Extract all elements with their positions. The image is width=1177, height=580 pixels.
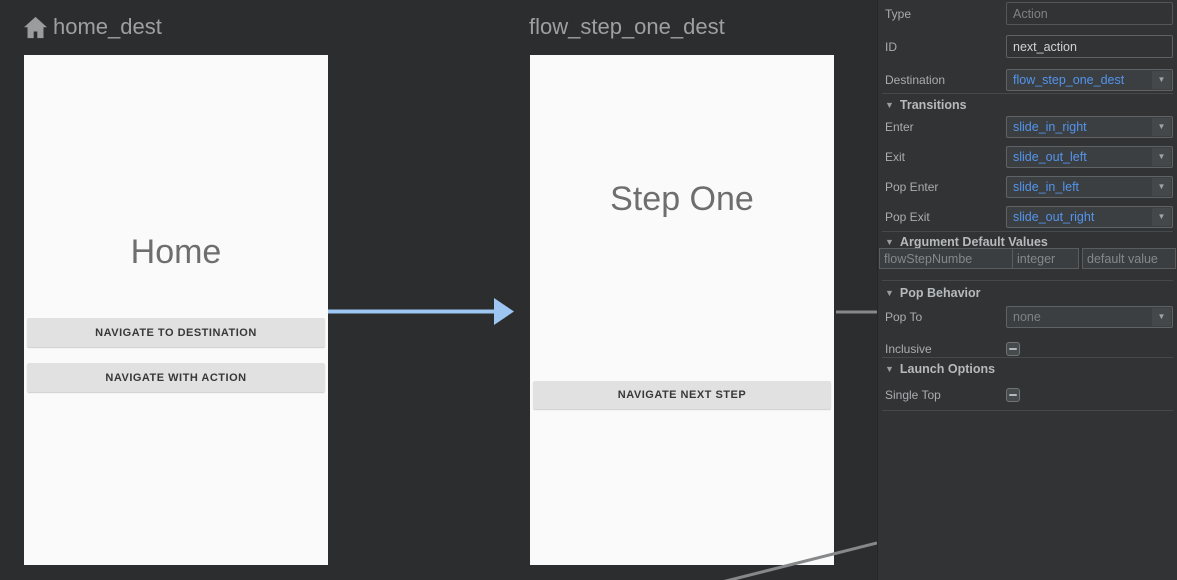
pop-to-value: none [1013,309,1041,324]
chevron-down-icon[interactable]: ▼ [1152,147,1171,166]
destination-label: Destination [885,72,946,87]
home-icon [24,16,47,38]
chevron-down-icon[interactable]: ▼ [1152,117,1171,136]
collapse-triangle-icon[interactable]: ▼ [885,236,894,247]
pop-to-dropdown[interactable]: none ▼ [1006,305,1173,328]
indeterminate-dash-icon [1009,347,1017,350]
inclusive-label: Inclusive [885,341,932,356]
argument-defaults-section-header[interactable]: ▼ Argument Default Values [885,234,1173,249]
chevron-down-icon[interactable]: ▼ [1152,307,1171,326]
type-placeholder: Action [1013,6,1048,21]
transitions-title: Transitions [899,97,967,112]
argument-name-type-box: flowStepNumbe integer [879,248,1079,269]
navigate-with-action-button[interactable]: NAVIGATE WITH ACTION [27,363,325,392]
nav-editor-canvas[interactable]: home_dest flow_step_one_dest Home NAVIGA… [0,0,877,580]
exit-label: Exit [885,149,906,164]
enter-value: slide_in_right [1013,119,1087,134]
id-input[interactable]: next_action [1006,35,1173,58]
flow-screen-title: Step One [610,180,754,218]
pop-exit-dropdown[interactable]: slide_out_right ▼ [1006,205,1173,228]
divider [882,357,1173,358]
inclusive-checkbox[interactable] [1006,341,1020,356]
divider [882,410,1173,411]
destination-value: flow_step_one_dest [1013,72,1125,87]
id-value: next_action [1013,39,1077,54]
divider [882,231,1173,232]
destination-label-home: home_dest [53,14,162,39]
destination-header-flow[interactable]: flow_step_one_dest [529,11,725,43]
destination-label-flow: flow_step_one_dest [529,14,725,39]
collapse-triangle-icon[interactable]: ▼ [885,287,894,298]
destination-preview-flow[interactable]: Step One NAVIGATE NEXT STEP [530,55,834,565]
pop-behavior-title: Pop Behavior [899,285,981,300]
home-screen-title: Home [130,233,222,271]
id-label: ID [885,39,897,54]
navigate-to-destination-button[interactable]: NAVIGATE TO DESTINATION [27,318,325,347]
argument-name: flowStepNumbe [884,251,973,266]
exit-value: slide_out_left [1013,149,1087,164]
chevron-down-icon[interactable]: ▼ [1152,70,1171,89]
pop-enter-dropdown[interactable]: slide_in_left ▼ [1006,175,1173,198]
transitions-section-header[interactable]: ▼ Transitions [885,97,1173,112]
destination-preview-home[interactable]: Home NAVIGATE TO DESTINATION NAVIGATE WI… [24,55,328,565]
single-top-label: Single Top [885,387,941,402]
launch-options-title: Launch Options [899,361,996,376]
argument-default-placeholder: default value [1087,251,1158,266]
indeterminate-dash-icon [1009,393,1017,396]
launch-options-section-header[interactable]: ▼ Launch Options [885,361,1173,376]
pop-behavior-section-header[interactable]: ▼ Pop Behavior [885,285,1173,300]
type-input[interactable]: Action [1006,2,1173,25]
single-top-checkbox[interactable] [1006,387,1020,402]
attributes-panel: Type Action ID next_action Destination f… [877,0,1177,580]
type-label: Type [885,6,912,21]
destination-dropdown[interactable]: flow_step_one_dest ▼ [1006,68,1173,91]
collapse-triangle-icon[interactable]: ▼ [885,363,894,374]
pop-enter-value: slide_in_left [1013,179,1080,194]
argument-type: integer [1012,249,1078,268]
pop-enter-label: Pop Enter [885,179,939,194]
enter-label: Enter [885,119,914,134]
navigate-next-step-button[interactable]: NAVIGATE NEXT STEP [533,381,831,409]
chevron-down-icon[interactable]: ▼ [1152,177,1171,196]
divider [882,93,1173,94]
argument-default-value-input[interactable]: default value [1082,248,1176,269]
exit-dropdown[interactable]: slide_out_left ▼ [1006,145,1173,168]
action-arrow-home-to-flow[interactable] [328,298,514,325]
collapse-triangle-icon[interactable]: ▼ [885,99,894,110]
enter-dropdown[interactable]: slide_in_right ▼ [1006,115,1173,138]
pop-to-label: Pop To [885,309,923,324]
chevron-down-icon[interactable]: ▼ [1152,207,1171,226]
destination-header-home[interactable]: home_dest [22,11,162,43]
divider [882,280,1173,281]
pop-exit-value: slide_out_right [1013,209,1095,224]
action-arrow-head[interactable] [494,298,514,325]
pop-exit-label: Pop Exit [885,209,930,224]
argument-defaults-title: Argument Default Values [899,234,1048,249]
